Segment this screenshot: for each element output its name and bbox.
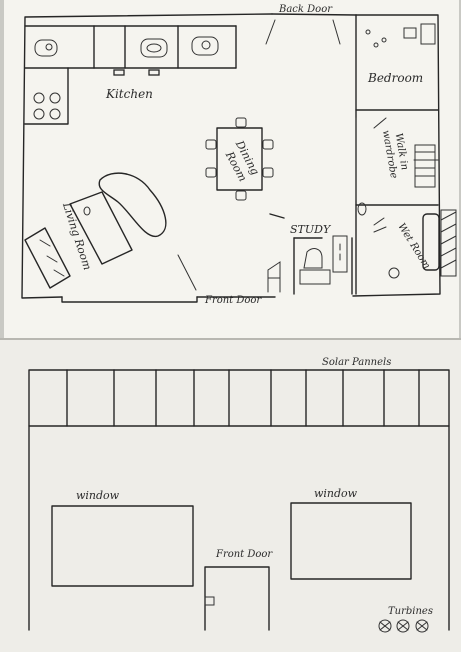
sofa-icon: [98, 172, 167, 237]
study-label: STUDY: [290, 223, 332, 236]
bath-icon: [422, 213, 440, 271]
window-right-label: window: [314, 487, 358, 500]
turbine-icon: [378, 619, 392, 633]
window-left: [51, 505, 194, 587]
desk-chair-icon: [303, 248, 323, 269]
basin-icon: [357, 202, 367, 216]
front-elevation: Solar Pannels window window Front Door T…: [28, 357, 450, 633]
bedroom-label: Bedroom: [367, 71, 423, 85]
kitchen-counters: [24, 25, 237, 125]
solar-panels: [28, 369, 450, 427]
back-door-symbol: [265, 19, 341, 45]
tv-unit-icon: [24, 227, 71, 289]
elevation-front-door[interactable]: [204, 566, 270, 631]
toilet-icon: [388, 267, 400, 279]
turbine-icon: [396, 619, 410, 633]
paper-top-sheet: [4, 0, 459, 338]
living-room-furniture: [24, 172, 197, 291]
washing-machine-icon: [140, 38, 168, 58]
door-handle-icon: [204, 596, 215, 606]
dining-table: [205, 117, 274, 201]
floor-plan-front-door-label: Front Door: [204, 295, 262, 306]
hob-icon: [33, 92, 61, 120]
elevation-front-door-label: Front Door: [215, 549, 273, 560]
study-room: [267, 213, 353, 295]
outer-walls: [21, 13, 441, 299]
turbine-icon: [415, 619, 429, 633]
back-door-label: Back Door: [278, 4, 333, 15]
bookshelf-icon: [332, 235, 348, 273]
bedroom-partitions: [355, 14, 457, 295]
turbines-group: [378, 619, 429, 633]
coffee-table-icon: [69, 191, 133, 265]
bath-screen-icon: [440, 209, 457, 277]
stool-icon: [113, 69, 125, 76]
wardrobe-rail-icon: [414, 144, 436, 188]
dryer-icon: [191, 36, 219, 56]
window-right: [290, 502, 412, 580]
kitchen-label: Kitchen: [105, 87, 153, 101]
window-left-label: window: [76, 489, 120, 502]
turbines-label: Turbines: [388, 606, 433, 617]
solar-panels-label: Solar Pannels: [322, 357, 391, 368]
sink-icon: [34, 39, 58, 57]
stool-icon: [148, 69, 160, 76]
front-door-symbol: [61, 296, 198, 303]
study-desk-icon: [299, 269, 331, 285]
